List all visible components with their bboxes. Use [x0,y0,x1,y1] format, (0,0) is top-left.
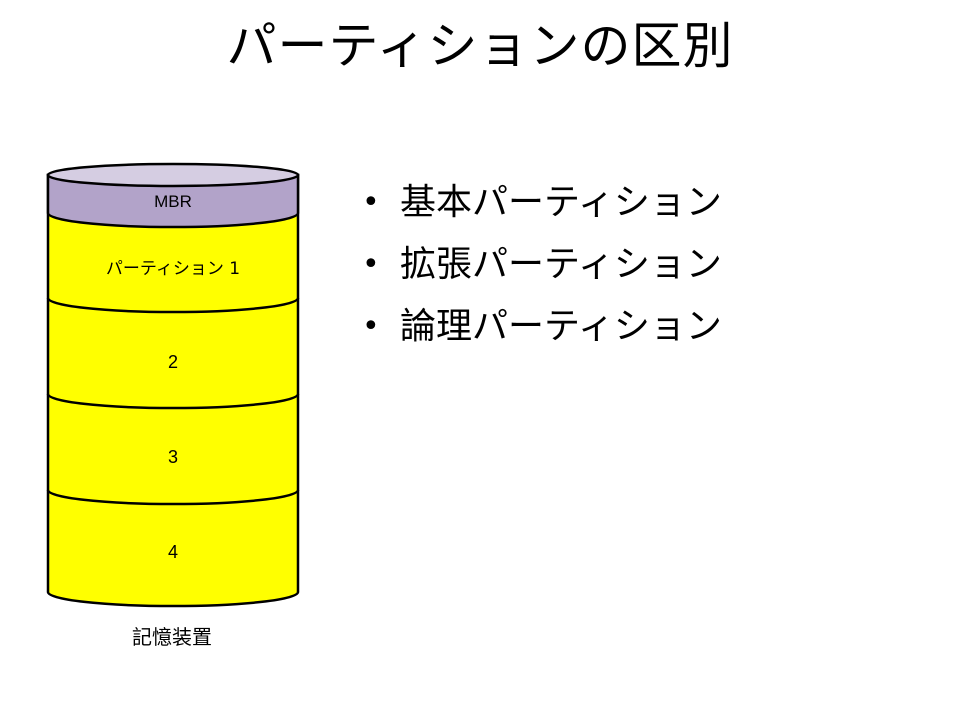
bullet-list: • 基本パーティション • 拡張パーティション • 論理パーティション [362,172,722,358]
slide-title: パーティションの区別 [226,17,734,75]
segment-label-partition-2: 2 [168,352,178,372]
bullet-item-primary-partition: • 基本パーティション [362,172,722,234]
cylinder-body [46,173,300,608]
partition-divider-3-4 [46,489,300,506]
bullet-dot-icon: • [362,309,380,344]
partition-divider-1-2 [46,297,300,314]
bullet-item-logical-partition: • 論理パーティション [362,296,722,358]
bullet-dot-icon: • [362,247,380,282]
segment-label-partition-1: パーティション 1 [106,259,240,279]
bullet-text: 基本パーティション [400,182,722,223]
mbr-band [46,173,300,229]
cylinder-top-cap [46,162,300,188]
segment-label-partition-4: 4 [168,542,178,562]
partition-divider-2-3 [46,393,300,410]
bullet-text: 論理パーティション [400,306,722,347]
segment-label-partition-3: 3 [168,447,178,467]
storage-device-caption: 記憶装置 [132,625,212,649]
bullet-dot-icon: • [362,185,380,220]
bullet-item-extended-partition: • 拡張パーティション [362,234,722,296]
segment-label-mbr: MBR [154,192,192,211]
bullet-text: 拡張パーティション [400,244,722,285]
